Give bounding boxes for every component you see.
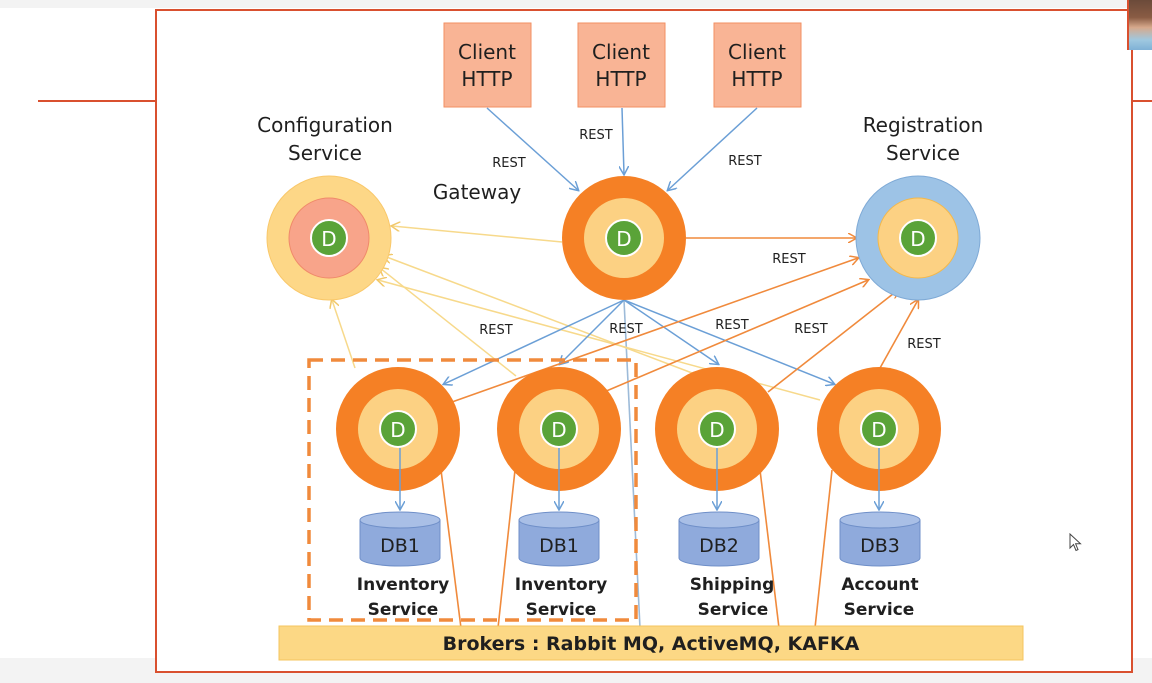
rest-label-account-registration: REST <box>907 337 940 352</box>
configuration-service-title-line2: Service <box>288 141 362 165</box>
ship-registration-link <box>767 290 898 393</box>
inv2-label-line2: Service <box>526 600 597 620</box>
broker-bar: Brokers : Rabbit MQ, ActiveMQ, KAFKA <box>278 625 1024 661</box>
ship-config-link <box>384 256 701 377</box>
rest-label-client3: REST <box>728 154 761 169</box>
db-connectors <box>400 448 879 509</box>
client3-gateway-link <box>668 107 758 190</box>
mouse-pointer-icon <box>1069 533 1082 552</box>
inv1-config-link <box>332 300 356 369</box>
configuration-service-title-line1: Configuration <box>257 113 393 137</box>
rest-label-inv2: REST <box>609 322 642 337</box>
client-box-1: Client HTTP <box>443 22 532 108</box>
client-1-line1: Client <box>458 40 516 64</box>
client-box-3: Client HTTP <box>713 22 802 108</box>
rest-label-ship: REST <box>715 318 748 333</box>
client-2-line2: HTTP <box>595 67 646 91</box>
db-label-4: DB3 <box>860 535 900 557</box>
account-label-line1: Account <box>841 575 918 595</box>
service-labels: Inventory Service Inventory Service Ship… <box>357 575 919 620</box>
client-connectors <box>486 107 758 190</box>
rest-label-account: REST <box>794 322 827 337</box>
account-label-line2: Service <box>844 600 915 620</box>
gateway-node: D <box>562 176 686 300</box>
ship-label-line2: Service <box>698 600 769 620</box>
registration-service-title-line1: Registration <box>863 113 984 137</box>
database-inventory-2: DB1 <box>518 511 600 567</box>
broker-connectors <box>440 469 833 629</box>
inv2-registration-link <box>603 280 868 393</box>
client-3-line1: Client <box>728 40 786 64</box>
client2-gateway-link <box>622 107 624 174</box>
inv1-label-line1: Inventory <box>357 575 449 595</box>
broker-link-2 <box>497 469 516 629</box>
config-d-letter: D <box>321 227 336 251</box>
database-inventory-1: DB1 <box>359 511 441 567</box>
gw-inv1-link <box>444 299 625 384</box>
inv2-label-line1: Inventory <box>515 575 607 595</box>
broker-link-1 <box>440 469 462 629</box>
client-1-line2: HTTP <box>461 67 512 91</box>
service-node-shipping: D <box>655 367 779 491</box>
inv1-registration-link <box>451 258 858 403</box>
gateway-service-connectors <box>444 299 834 384</box>
service-node-account: D <box>817 367 941 491</box>
inv1-label-line2: Service <box>368 600 439 620</box>
client-box-2: Client HTTP <box>577 22 666 108</box>
broker-link-4 <box>814 469 833 629</box>
service-node-inventory-1: D <box>336 367 460 491</box>
db-label-1: DB1 <box>380 535 420 557</box>
registration-d-letter: D <box>910 227 925 251</box>
ship-d-letter: D <box>709 418 724 442</box>
ship-label-line1: Shipping <box>690 575 775 595</box>
rest-label-gateway-registration: REST <box>772 252 805 267</box>
registration-connectors <box>451 238 918 403</box>
gw-inv2-link <box>560 299 625 364</box>
gateway-d-letter: D <box>616 227 631 251</box>
account-d-letter: D <box>871 418 886 442</box>
inv2-d-letter: D <box>551 418 566 442</box>
presenter-avatar <box>1127 0 1152 50</box>
database-account: DB3 <box>839 511 921 567</box>
gw-ship-link <box>623 299 718 364</box>
broker-label: Brokers : Rabbit MQ, ActiveMQ, KAFKA <box>443 633 860 655</box>
service-node-inventory-2: D <box>497 367 621 491</box>
rest-labels: REST REST REST REST REST REST REST REST … <box>479 128 940 352</box>
client-2-line1: Client <box>592 40 650 64</box>
rest-label-inv1: REST <box>479 323 512 338</box>
registration-service-node: D <box>855 175 981 301</box>
db-label-2: DB1 <box>539 535 579 557</box>
gateway-label: Gateway <box>433 180 522 204</box>
client1-gateway-link <box>486 107 578 190</box>
database-shipping: DB2 <box>678 511 760 567</box>
rest-label-client2: REST <box>579 128 612 143</box>
client-3-line2: HTTP <box>731 67 782 91</box>
rest-label-client1: REST <box>492 156 525 171</box>
inv1-d-letter: D <box>390 418 405 442</box>
account-registration-link <box>879 300 918 369</box>
gw-account-link <box>623 299 834 384</box>
db-label-3: DB2 <box>699 535 739 557</box>
registration-service-title-line2: Service <box>886 141 960 165</box>
configuration-service-node: D <box>266 175 392 301</box>
gateway-config-link <box>392 226 563 243</box>
diagram-frame <box>155 9 1133 673</box>
broker-link-3 <box>759 469 780 629</box>
inventory-group-box <box>307 358 638 622</box>
